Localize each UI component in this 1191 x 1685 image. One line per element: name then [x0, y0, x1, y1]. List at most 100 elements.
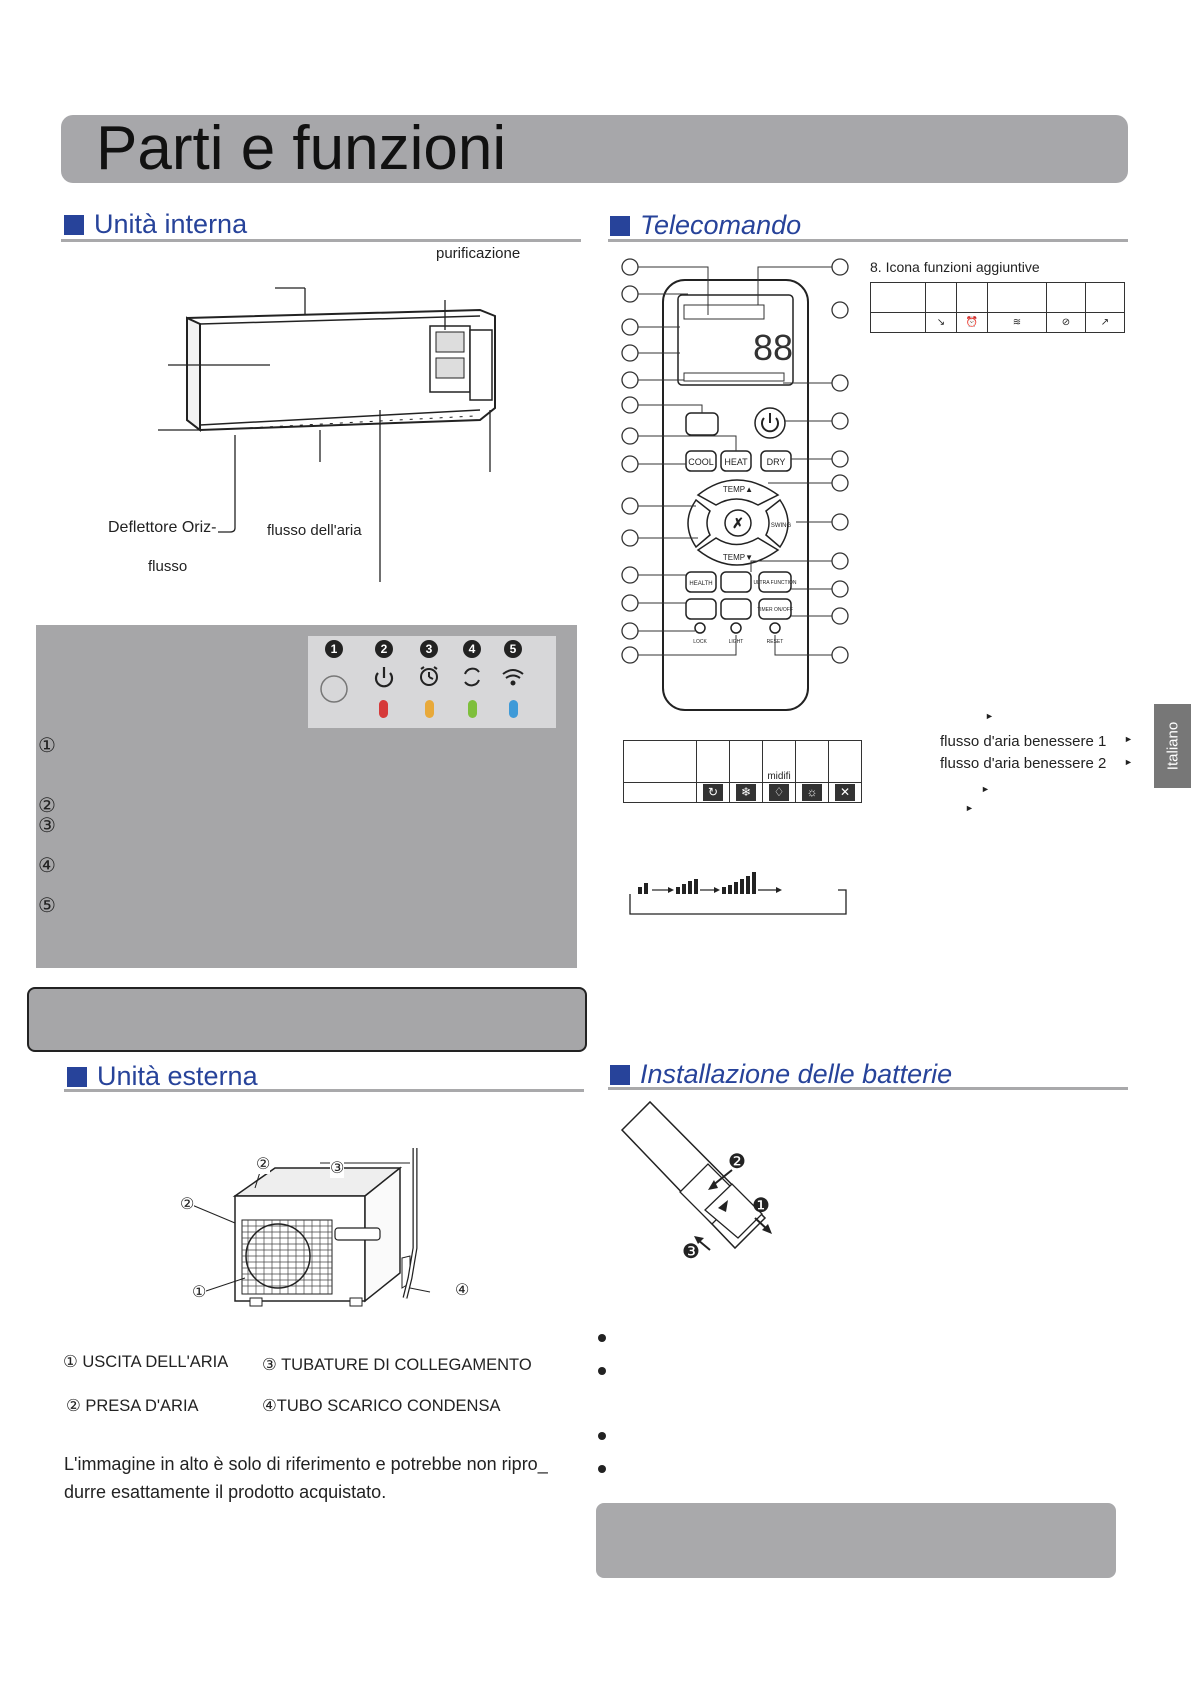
remote-left-button: [687, 498, 711, 549]
led-number-text: 4: [469, 642, 476, 656]
fan-mode-icon: ✕: [835, 784, 855, 801]
marker-arrow-icon: ►: [965, 803, 974, 813]
remote-cool-button: [685, 450, 717, 472]
led-number-text: 1: [331, 642, 338, 656]
outdoor-note-line-1: L'immagine in alto è solo di riferimento…: [64, 1454, 548, 1474]
auto-mode-icon: ↻: [703, 784, 723, 801]
led-number-5: [504, 640, 522, 658]
health-label: HEALTH: [689, 581, 712, 587]
battery-note-box: [596, 1503, 1116, 1578]
battery-installation-illustration: ❷ ❶ ❸: [620, 1100, 772, 1260]
remote-swing-button: [765, 498, 789, 549]
extra-function-icon-1: ↘: [936, 317, 946, 328]
remote-dry-button: [760, 450, 792, 472]
airflow-wellbeing-2: flusso d'aria benessere 2: [940, 755, 1107, 772]
led-number-text: 5: [510, 642, 517, 656]
outdoor-legend-4: ④TUBO SCARICO CONDENSA: [262, 1397, 501, 1415]
mode-table: midifi ↻ ❄ ♢ ☼ ✕: [623, 740, 862, 803]
extra-functions-table: ↘ ⏰ ≋ ⊘ ↗: [870, 282, 1125, 333]
led-number-3: [420, 640, 438, 658]
dry-mode-icon: ♢: [769, 784, 789, 801]
drop-off-icon: ⊘: [1061, 317, 1071, 328]
label-flow: flusso: [148, 558, 188, 575]
heat-mode-icon: ☼: [802, 784, 822, 801]
fan-speed-diagram: [629, 872, 847, 915]
remote-temp-up-button: [696, 479, 780, 506]
airflow-wellbeing-1: flusso d'aria benessere 1: [940, 733, 1107, 750]
remote-reset-button: [769, 622, 781, 634]
led-green: [468, 700, 477, 718]
remote-mode-button: [685, 412, 719, 436]
alarm-clock-icon: [420, 666, 438, 686]
cool-mode-icon: ❄: [736, 784, 756, 801]
led-panel-graphic: 1 2 3 4 5: [320, 640, 524, 718]
outdoor-note: L'immagine in alto è solo di riferimento…: [64, 1450, 584, 1506]
led-legend-4: ④: [38, 855, 56, 877]
remote-button-blank: [720, 598, 752, 620]
marker-arrow-icon: ►: [985, 711, 994, 721]
outdoor-legend-1: ① USCITA DELL'ARIA: [63, 1353, 229, 1371]
section-divider: [61, 239, 581, 242]
led-number-4: [463, 640, 481, 658]
cool-label: COOL: [688, 457, 714, 467]
led-number-1: [325, 640, 343, 658]
outdoor-unit-illustration: [191, 1148, 431, 1307]
section-outdoor-title: Unità esterna: [97, 1061, 258, 1091]
note-box: [27, 987, 587, 1052]
extra-functions-title: 8. Icona funzioni aggiuntive: [870, 259, 1040, 275]
wifi-icon: [502, 669, 524, 686]
remote-button-blank: [720, 571, 752, 593]
alarm-clock-icon: ⏰: [965, 317, 979, 328]
bullet-point: [598, 1334, 606, 1342]
outdoor-callout-4: ④: [455, 1280, 470, 1300]
section-remote-title: Telecomando: [640, 210, 802, 240]
section-batteries-title: Installazione delle batterie: [640, 1059, 953, 1089]
section-outdoor-heading: Unità esterna: [67, 1061, 587, 1095]
battery-step-1: ❶: [752, 1195, 770, 1217]
outdoor-note-line-2: durre esattamente il prodotto acquistato…: [64, 1482, 387, 1502]
section-square-icon: [67, 1067, 87, 1087]
lcd-digits: 88: [753, 327, 793, 368]
remote-control-illustration: 88 COOL HEAT DRY TEMP▲ TEMP▼ SWING ✗ HEA…: [621, 258, 849, 711]
indoor-unit-illustration: [158, 287, 496, 582]
swing-label: SWING: [771, 523, 792, 529]
led-panel: 1 2 3 4 5: [308, 636, 556, 728]
remote-timer-button: [758, 598, 792, 620]
battery-step-3: ❸: [682, 1241, 700, 1260]
marker-arrow-icon: ►: [1124, 734, 1133, 744]
section-square-icon: [610, 216, 630, 236]
led-legend-2: ②: [38, 795, 56, 817]
section-divider: [64, 1089, 584, 1092]
outdoor-callout-2a: ②: [180, 1194, 195, 1214]
bullet-point: [598, 1432, 606, 1440]
section-square-icon: [64, 215, 84, 235]
mode-label: midifi: [767, 771, 791, 782]
title-bar: [61, 115, 1128, 183]
refresh-icon: [464, 667, 480, 687]
fan-icon: ✗: [732, 515, 744, 531]
marker-arrow-icon: ►: [1124, 757, 1133, 767]
led-legend-1: ①: [38, 735, 56, 757]
lock-label: LOCK: [693, 639, 707, 645]
led-red: [379, 700, 388, 718]
timer-label: TIMER ON/OFF: [757, 607, 793, 613]
led-blue: [509, 700, 518, 718]
marker-arrow-icon: ►: [981, 784, 990, 794]
remote-light-button: [730, 622, 742, 634]
airflow-icon: ↗: [1100, 317, 1110, 328]
remote-callouts: [621, 258, 849, 664]
led-legend-5: ⑤: [38, 895, 56, 917]
outdoor-legend-2: ② PRESA D'ARIA: [66, 1397, 199, 1415]
outdoor-callout-3: ③: [330, 1158, 345, 1178]
section-remote-heading: Telecomando: [610, 210, 1130, 244]
led-orange: [425, 700, 434, 718]
section-square-icon: [610, 1065, 630, 1085]
section-indoor-title: Unità interna: [94, 209, 248, 239]
language-tab[interactable]: Italiano: [1154, 704, 1191, 788]
power-icon: [761, 417, 779, 433]
temp-up-label: TEMP▲: [723, 485, 753, 494]
led-number-text: 3: [426, 642, 433, 656]
remote-health-button: [685, 571, 717, 593]
label-purification: purificazione: [436, 245, 521, 262]
remote-temp-down-button: [696, 537, 780, 566]
